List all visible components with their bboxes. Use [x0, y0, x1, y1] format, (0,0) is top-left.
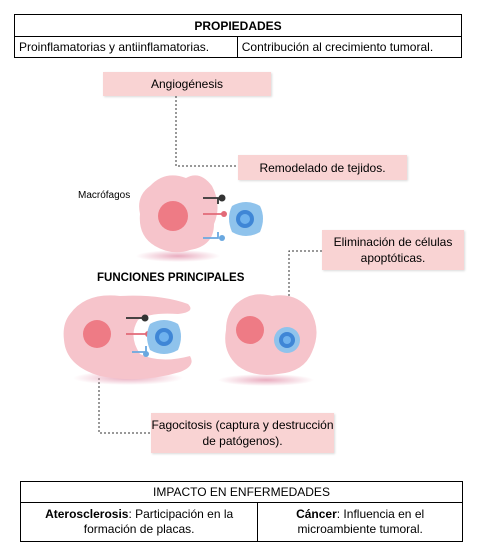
- funciones-label: FUNCIONES PRINCIPALES: [97, 272, 245, 284]
- connector-fago: [98, 378, 151, 434]
- top-receptors: [203, 194, 227, 241]
- impact-table: IMPACTO EN ENFERMEDADES Aterosclerosis: …: [19, 481, 463, 542]
- impact-right-cell: Cáncer: Influencia en el microambiente t…: [257, 502, 463, 542]
- left-macrophage: [63, 295, 192, 385]
- remodelado-box: Remodelado de tejidos.: [238, 155, 407, 180]
- macrofagos-label: Macrófagos: [78, 190, 131, 201]
- properties-table: PROPIEDADES Proinflamatorias y antiinfla…: [14, 14, 463, 58]
- top-macrophage: [136, 175, 220, 262]
- angiogenesis-box: Angiogénesis: [103, 72, 271, 96]
- eliminacion-box: Eliminación de células apoptóticas.: [322, 230, 464, 270]
- cancer-term: Cáncer: [296, 507, 337, 521]
- nucleus-icon: [236, 316, 264, 344]
- aterosclerosis-text: : Participación en la formación de placa…: [83, 507, 234, 536]
- impact-header: IMPACTO EN ENFERMEDADES: [20, 481, 463, 503]
- right-macrophage: [218, 294, 317, 386]
- nucleus-icon: [83, 320, 111, 348]
- connector-angio-remod: [175, 96, 238, 167]
- fagocitosis-box: Fagocitosis (captura y destrucción de pa…: [151, 413, 334, 453]
- left-receptors: [126, 314, 151, 357]
- nucleus-icon: [158, 201, 188, 231]
- impact-left-cell: Aterosclerosis: Participación en la form…: [19, 502, 259, 542]
- cancer-text: : Influencia en el microambiente tumoral…: [297, 507, 425, 536]
- aterosclerosis-term: Aterosclerosis: [45, 507, 129, 521]
- top-blue-cell: [229, 202, 263, 236]
- properties-right-cell: Contribución al crecimiento tumoral.: [236, 36, 463, 58]
- left-blue-cell: [147, 320, 181, 354]
